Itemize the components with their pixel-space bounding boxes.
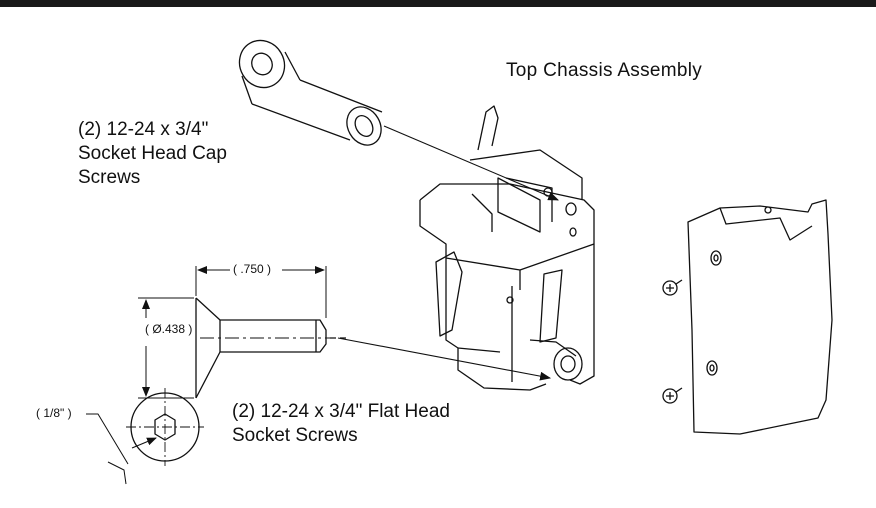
- flat-screw-line-2: Socket Screws: [232, 425, 358, 446]
- side-cover-plate: [687, 199, 833, 435]
- cap-screw-line-2: Socket Head Cap: [78, 143, 227, 164]
- socket-head-cap-screw: [238, 39, 383, 146]
- length-dimension: ( .750 ): [231, 262, 274, 276]
- flat-head-screw-end-view: [126, 388, 204, 466]
- diameter-dimension: ( Ø.438 ): [143, 322, 195, 336]
- leader-arrows: [337, 125, 560, 381]
- top-chassis-assembly: [419, 105, 595, 391]
- cover-screw-bottom-icon: [662, 387, 683, 404]
- hex-size-dimension: ( 1/8" ): [34, 406, 74, 420]
- dimension-lines: [86, 266, 327, 485]
- flat-screw-callout: (2) 12-24 x 3/4" Flat Head Socket Screws: [232, 400, 450, 448]
- diagram-title: Top Chassis Assembly: [506, 60, 703, 81]
- header-bar: [0, 0, 876, 7]
- cap-screw-line-1: (2) 12-24 x 3/4": [78, 119, 209, 140]
- cap-screw-callout: (2) 12-24 x 3/4" Socket Head Cap Screws: [78, 118, 227, 190]
- cap-screw-line-3: Screws: [78, 167, 141, 188]
- flat-screw-line-1: (2) 12-24 x 3/4" Flat Head: [232, 401, 450, 422]
- flat-head-screw-side-view: [195, 297, 350, 399]
- cover-screw-top-icon: [662, 279, 683, 296]
